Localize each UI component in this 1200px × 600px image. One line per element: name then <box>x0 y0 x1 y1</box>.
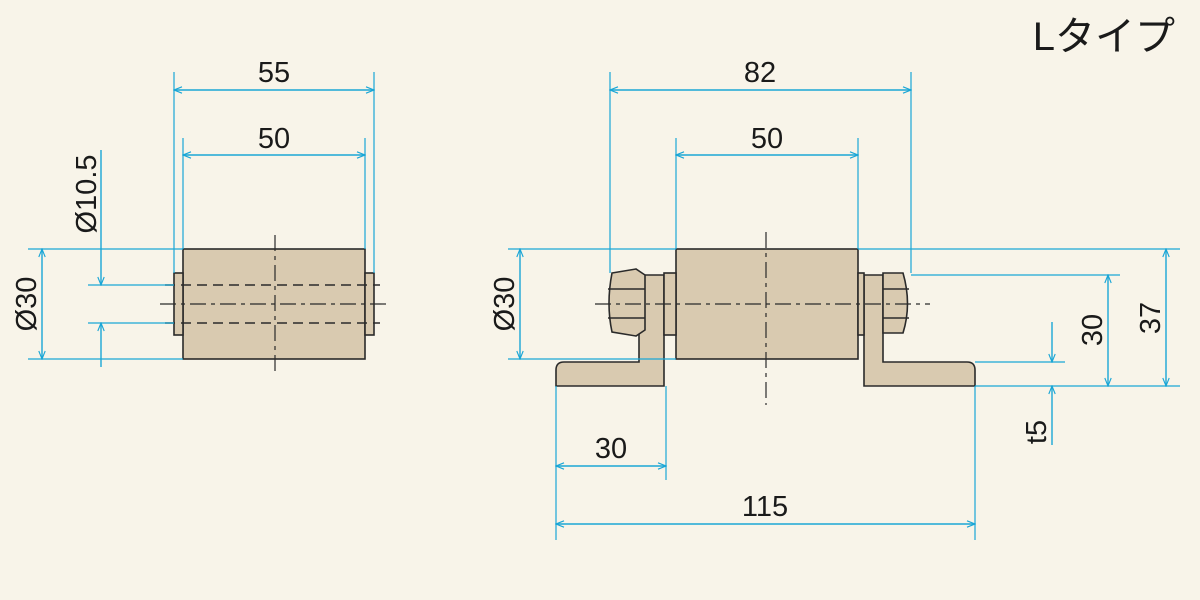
left-dim-dia105-label: Ø10.5 <box>71 155 103 234</box>
right-dim-dia30-label: Ø30 <box>489 277 521 332</box>
right-dim-115-label: 115 <box>742 491 788 523</box>
right-dim-50-label: 50 <box>751 123 783 155</box>
right-dim-30b-label: 30 <box>595 433 627 465</box>
right-dim-t5-label: t5 <box>1021 420 1053 444</box>
left-dim-55-label: 55 <box>258 57 290 89</box>
left-dim-dia30-label: Ø30 <box>11 277 43 332</box>
right-nut-right <box>882 272 909 334</box>
right-bracket-right <box>863 274 976 387</box>
right-view: 82 50 Ø30 37 30 t5 30 115 <box>489 57 1180 540</box>
right-dim-82-label: 82 <box>744 57 776 89</box>
left-view: 55 50 Ø30 Ø10.5 <box>11 57 390 375</box>
type-title: Lタイプ <box>1033 15 1175 59</box>
right-dim-37-label: 37 <box>1135 302 1167 334</box>
left-dim-50-label: 50 <box>258 123 290 155</box>
right-nut-left <box>608 268 646 337</box>
right-dim-30h-label: 30 <box>1077 314 1109 346</box>
